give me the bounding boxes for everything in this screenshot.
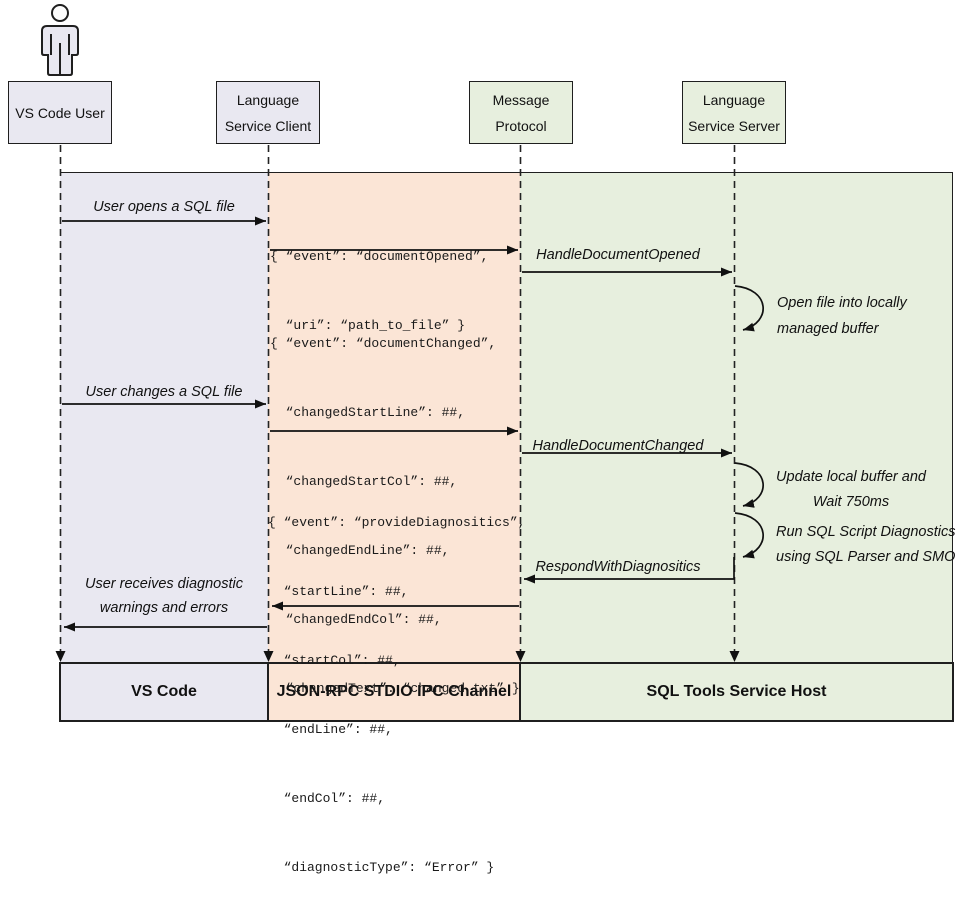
annotation-line: Update local buffer and bbox=[776, 469, 926, 485]
actor-box-language-service-server: Language Service Server bbox=[682, 81, 786, 144]
payload-line: “startCol”: ##, bbox=[268, 653, 401, 668]
payload-line: “changedStartCol”: ##, bbox=[270, 474, 458, 489]
annotation-update-buffer: Update local buffer and Wait 750ms bbox=[770, 465, 932, 515]
payload-line: “startLine”: ##, bbox=[268, 584, 409, 599]
actor-box-vscode-user: VS Code User bbox=[8, 81, 112, 144]
lane-title: JSON-RPC STDIO IPC Channel bbox=[276, 683, 512, 700]
annotation-run-diagnostics: Run SQL Script Diagnostics using SQL Par… bbox=[776, 520, 955, 570]
label-respond-with-diagnostics: RespondWithDiagnositics bbox=[535, 559, 701, 575]
payload-document-changed: { “event”: “documentChanged”, “changedSt… bbox=[270, 286, 520, 723]
payload-document-opened: { “event”: “documentOpened”, “uri”: “pat… bbox=[270, 199, 488, 360]
payload-line: “changedEndLine”: ##, bbox=[270, 543, 450, 558]
actor-box-message-protocol: Message Protocol bbox=[469, 81, 573, 144]
payload-line: “changedText”: “changed txt” } bbox=[270, 681, 520, 696]
annotation-line: Wait 750ms bbox=[812, 494, 890, 510]
payload-line: “uri”: “path_to_file” } bbox=[270, 318, 466, 333]
bottom-box-ipc-channel: JSON-RPC STDIO IPC Channel bbox=[267, 662, 521, 722]
bottom-box-vscode: VS Code bbox=[59, 662, 269, 722]
annotation-line: Open file into locally bbox=[777, 295, 907, 311]
payload-line: { “event”: “provideDiagnositics”, bbox=[268, 515, 526, 530]
payload-line: { “event”: “documentChanged”, bbox=[270, 336, 497, 351]
bottom-box-service-host: SQL Tools Service Host bbox=[519, 662, 954, 722]
lane-ipc-channel bbox=[268, 172, 520, 662]
actor-label: Language bbox=[702, 91, 766, 108]
payload-line: { “event”: “documentOpened”, bbox=[270, 249, 489, 264]
actor-label: Protocol bbox=[495, 117, 547, 134]
payload-line: “changedStartLine”: ##, bbox=[270, 405, 466, 420]
actor-label: Language bbox=[236, 91, 300, 108]
payload-line: “endCol”: ##, bbox=[268, 791, 386, 806]
label-handle-document-opened: HandleDocumentOpened bbox=[536, 247, 700, 263]
actor-label: Service Server bbox=[688, 117, 780, 134]
annotation-line: using SQL Parser and SMO bbox=[776, 549, 956, 565]
label-line: warnings and errors bbox=[99, 600, 229, 616]
actor-label: VS Code User bbox=[15, 104, 105, 121]
label-user-changes-file: User changes a SQL file bbox=[85, 384, 243, 400]
lane-vscode bbox=[60, 172, 268, 662]
sequence-diagram-page: { "actors": { "user": { "line1": "VS Cod… bbox=[8, 4, 956, 875]
annotation-open-buffer: Open file into locally managed buffer bbox=[777, 290, 907, 342]
actor-label: Service Client bbox=[224, 117, 312, 134]
lane-title: SQL Tools Service Host bbox=[646, 683, 827, 700]
annotation-line: Run SQL Script Diagnostics bbox=[776, 524, 956, 540]
label-handle-document-changed: HandleDocumentChanged bbox=[532, 438, 704, 454]
user-person-icon bbox=[41, 4, 79, 76]
payload-line: “diagnosticType”: “Error” } bbox=[268, 860, 495, 875]
lane-service-host bbox=[520, 172, 953, 662]
actor-label: Message bbox=[492, 91, 550, 108]
annotation-line: managed buffer bbox=[777, 321, 879, 337]
payload-line: “changedEndCol”: ##, bbox=[270, 612, 442, 627]
label-user-opens-file: User opens a SQL file bbox=[93, 199, 235, 215]
lane-title: VS Code bbox=[131, 683, 197, 700]
label-line: User receives diagnostic bbox=[85, 576, 243, 592]
payload-line: “endLine”: ##, bbox=[268, 722, 393, 737]
payload-provide-diagnostics: { “event”: “provideDiagnositics”, “start… bbox=[268, 465, 525, 902]
actor-box-language-service-client: Language Service Client bbox=[216, 81, 320, 144]
label-user-receives-diagnostics: User receives diagnostic warnings and er… bbox=[60, 572, 268, 620]
